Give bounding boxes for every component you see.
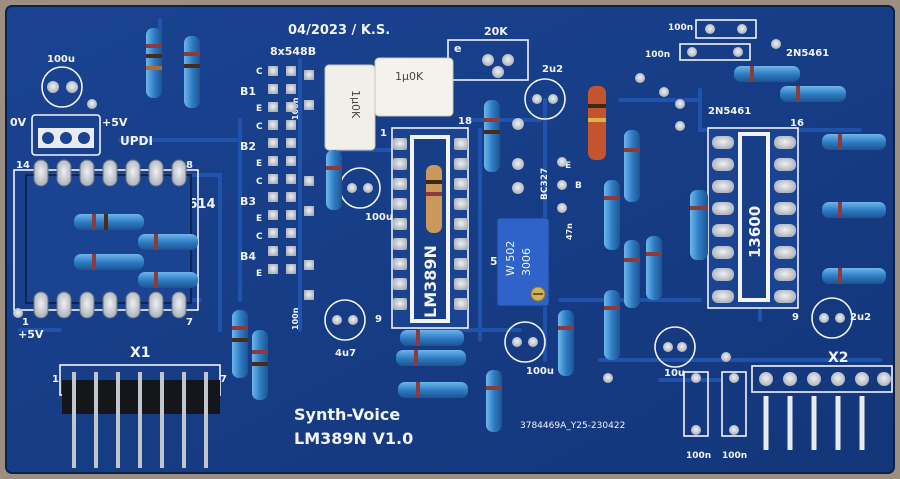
- e-label-3: E: [256, 214, 262, 224]
- amp-ic-label: LM389N: [421, 245, 440, 318]
- b3-label: B3: [240, 195, 256, 208]
- ota-ic-label: 13600: [746, 206, 764, 258]
- pot20k-label: 20K: [484, 25, 508, 38]
- cap-10u-label: 10u: [664, 368, 685, 379]
- jfet2-label: 2N5461: [708, 106, 751, 117]
- zero-v-label: 0V: [10, 116, 27, 129]
- cap-47n-label: 47n: [565, 223, 574, 240]
- b-array-pads: [268, 66, 314, 300]
- bjt-b-label: B: [575, 181, 582, 191]
- order-code: 3784469A_Y25-230422: [520, 421, 625, 431]
- updi-label: UPDI: [120, 134, 153, 148]
- pin14-label: 14: [16, 160, 30, 171]
- amp-pin1-label: 1: [380, 128, 387, 139]
- resistors: [146, 28, 708, 432]
- film-cap-1-label: 1μ0K: [349, 90, 362, 119]
- resistors-horizontal: [74, 66, 886, 398]
- amp-pads: [393, 138, 468, 310]
- film-capacitors: [324, 57, 454, 151]
- cap-100n-top1-label: 100n: [668, 23, 693, 33]
- cap-100n-top2-label: 100n: [645, 50, 670, 60]
- film-cap-2-label: 1μ0K: [395, 70, 424, 83]
- b2-label: B2: [240, 140, 256, 153]
- e-label-1: E: [256, 104, 262, 114]
- header-x1: [62, 372, 220, 468]
- c-label-1: C: [256, 67, 263, 77]
- c-label-3: C: [256, 177, 263, 187]
- cap-100n-bot2-label: 100n: [722, 451, 747, 461]
- ota-pin9-label: 9: [792, 312, 799, 323]
- cap-100u-c-label: 100u: [526, 366, 554, 377]
- c-label-4: C: [256, 232, 263, 242]
- cap-100n-col2-label: 100n: [291, 307, 300, 330]
- plus5v-top-label: +5V: [102, 116, 128, 129]
- b4-label: B4: [240, 250, 256, 263]
- c-label-2: C: [256, 122, 263, 132]
- mcu-pads: [33, 159, 187, 319]
- cap-2u2-a-label: 2u2: [542, 64, 563, 75]
- trimmer-model-label: 3006: [520, 248, 533, 276]
- header-pin7-label: 7: [220, 374, 227, 385]
- bc327-label: BC327: [540, 168, 550, 200]
- title-line2: LM389N V1.0: [294, 429, 413, 448]
- header-x2: [759, 372, 891, 450]
- header-x2-label: X2: [828, 350, 849, 366]
- cap-100n-bot1-label: 100n: [686, 451, 711, 461]
- cap-100u-b-label: 100u: [365, 212, 393, 223]
- header-x1-label: X1: [130, 345, 151, 361]
- bjt-e-label: E: [565, 161, 571, 171]
- ota-pads: [712, 136, 796, 303]
- ota-pin16-label: 16: [790, 118, 804, 129]
- amp-pin9-label: 9: [375, 314, 382, 325]
- pin8-label: 8: [186, 160, 193, 171]
- e-label-4: E: [256, 269, 262, 279]
- amp-pin18-label: 18: [458, 116, 472, 127]
- pin1-label: 1: [22, 317, 29, 328]
- trimmer-code-label: W 502: [504, 241, 517, 276]
- title-line1: Synth-Voice: [294, 405, 400, 424]
- cap-4u7-label: 4u7: [335, 348, 356, 359]
- e-label-2: E: [256, 159, 262, 169]
- pin7-label: 7: [186, 317, 193, 328]
- b1-label: B1: [240, 85, 256, 98]
- header-pin1-label: 1: [52, 374, 59, 385]
- cap-2u2-b-label: 2u2: [850, 312, 871, 323]
- date-label: 04/2023 / K.S.: [288, 23, 390, 38]
- updi-pads: [38, 128, 94, 148]
- cap-100u-label: 100u: [47, 54, 75, 65]
- trimmer-5k: [496, 217, 550, 307]
- via-pads: [13, 24, 845, 435]
- array-label: 8x548B: [270, 45, 316, 58]
- pot-e-label: e: [454, 42, 461, 55]
- jfet1-label: 2N5461: [786, 48, 829, 59]
- plus5v-bot-label: +5V: [18, 328, 44, 341]
